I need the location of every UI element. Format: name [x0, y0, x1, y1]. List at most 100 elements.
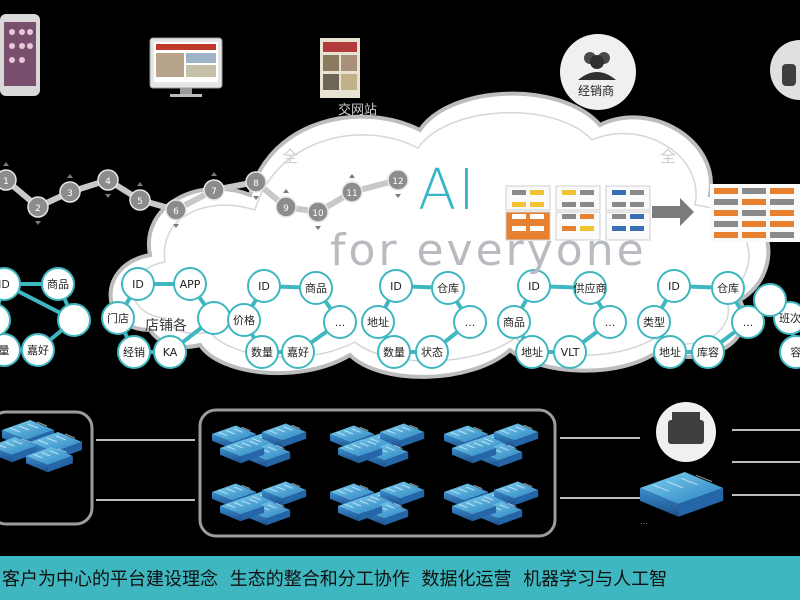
graph-node-label: ID	[528, 280, 540, 293]
cloud-cut-label: 店铺各	[145, 318, 187, 334]
timeline-step: 8	[245, 171, 267, 200]
graph-node-label: 商品	[305, 281, 327, 295]
server-icon	[380, 481, 425, 506]
graph-node-label: 仓库	[437, 281, 459, 295]
graph-node	[637, 305, 671, 339]
graph-node	[515, 335, 549, 369]
graph-node	[153, 335, 187, 369]
graph-node-label: 班次	[779, 311, 800, 325]
graph-node-label: 仓库	[717, 281, 739, 295]
graph-node	[247, 269, 281, 303]
server-icon	[452, 439, 497, 464]
graph-node-label: 数量	[251, 346, 273, 359]
graph-node-label: 供应商	[574, 281, 607, 295]
server-icon	[262, 423, 307, 448]
graph-node-label: ID	[132, 278, 144, 291]
graph-node	[0, 267, 21, 301]
graph-node-label: 价格	[233, 313, 255, 327]
graph-node	[497, 305, 531, 339]
graph-node	[517, 269, 551, 303]
timeline-step-label: 9	[283, 204, 289, 214]
graph-node	[227, 303, 261, 337]
social-site-icon	[320, 38, 360, 98]
graph-node	[753, 283, 787, 317]
timeline-step: 6	[165, 199, 187, 228]
data-table-icon	[605, 185, 651, 241]
timeline-step-label: 7	[211, 187, 217, 197]
timeline-step: 10	[307, 201, 329, 230]
timeline-step-label: 4	[105, 177, 111, 187]
server-icon	[380, 423, 425, 448]
graph-node-label: APP	[180, 278, 201, 291]
infrastructure-section: ...	[0, 402, 800, 538]
arrow-right-icon	[652, 198, 694, 226]
timeline-step: 12	[387, 169, 409, 198]
graph-node-label: ID	[258, 280, 270, 293]
graph-node-label: 库容	[697, 345, 719, 359]
server-icon	[452, 497, 497, 522]
timeline-step: 3	[59, 174, 81, 203]
graph-node-label: VLT	[561, 346, 580, 359]
graph-node-label: ID	[0, 278, 10, 291]
graph-node-label: 数量	[383, 346, 405, 359]
timeline-step: 1	[0, 162, 17, 191]
graph-node	[431, 271, 465, 305]
banner-text: 客户为中心的平台建设理念 生态的整合和分工协作 数据化运营 机器学习与人工智	[2, 569, 668, 590]
graph-node-label: 商品	[47, 277, 69, 291]
graph-node-label: 地址	[367, 315, 389, 329]
graph-node	[245, 335, 279, 369]
knowledge-graph: 班次容	[753, 283, 800, 369]
graph-node	[379, 269, 413, 303]
graph-node-label: 量	[0, 344, 10, 357]
graph-node	[731, 305, 765, 339]
timeline-step: 5	[129, 182, 151, 211]
graph-node-label: 状态	[421, 345, 443, 359]
graph-node-label: KA	[163, 346, 178, 359]
graph-node	[779, 335, 800, 369]
partial-circle-icon	[770, 40, 800, 100]
distributor-label: 经销商	[578, 83, 614, 98]
phone-icon	[0, 14, 40, 96]
data-table-icon	[555, 185, 601, 241]
graph-node-label: 地址	[521, 345, 543, 359]
server-icon	[26, 447, 73, 473]
cloud-subtitle: for everyone	[330, 225, 647, 276]
server-icon	[220, 439, 265, 464]
principles-banner: 客户为中心的平台建设理念 生态的整合和分工协作 数据化运营 机器学习与人工智	[0, 556, 800, 600]
graph-node	[121, 267, 155, 301]
graph-node	[0, 333, 21, 367]
graph-node	[553, 335, 587, 369]
distributor-icon	[560, 34, 636, 110]
timeline-step-label: 2	[35, 204, 41, 214]
graph-node	[117, 335, 151, 369]
graph-node	[0, 304, 11, 336]
timeline-step-label: 8	[253, 179, 259, 189]
timeline-step-label: 5	[137, 197, 143, 207]
graph-node	[711, 271, 745, 305]
graph-node	[57, 303, 91, 337]
graph-node	[323, 305, 357, 339]
graph-node	[691, 335, 725, 369]
graph-node-label: 门店	[107, 311, 129, 325]
timeline-step: 11	[341, 174, 363, 203]
graph-node	[657, 269, 691, 303]
graph-node-label: 商品	[503, 315, 525, 329]
graph-node	[197, 301, 231, 335]
graph-node	[361, 305, 395, 339]
data-table-icons	[505, 182, 800, 242]
graph-node-label: ...	[465, 316, 476, 329]
graph-node-label: 经销	[123, 345, 145, 359]
timeline-step: 9	[275, 189, 297, 218]
graph-node	[41, 267, 75, 301]
knowledge-graphs: ID商品量嘉好IDAPP门店经销KAID商品价格数量嘉好...ID仓库地址数量状…	[0, 267, 800, 369]
timeline-step: 4	[97, 169, 119, 198]
graph-node-label: 类型	[643, 315, 665, 329]
graph-node	[593, 305, 627, 339]
graph-node-label: ID	[390, 280, 402, 293]
graph-node-label: 嘉好	[287, 345, 309, 359]
graph-node	[173, 267, 207, 301]
